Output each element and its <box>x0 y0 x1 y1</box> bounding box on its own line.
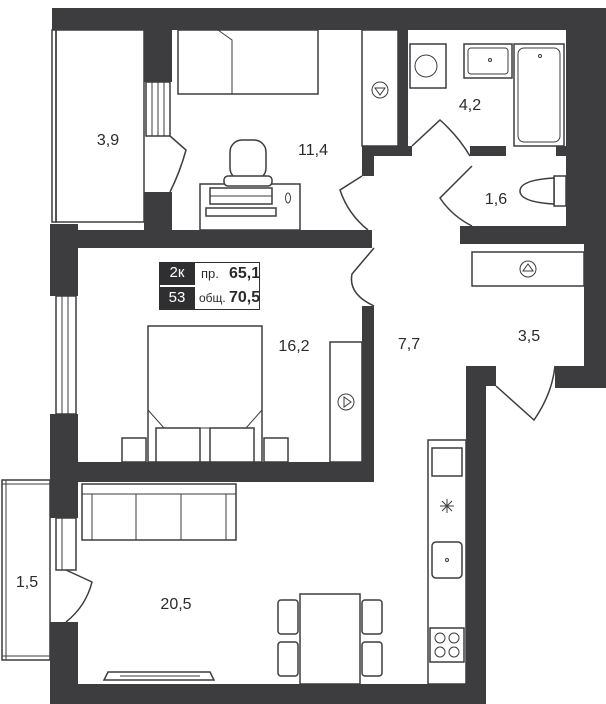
bedroom-master-furniture <box>121 325 363 463</box>
apartment-badge: 2к 53 пр. 65,1 общ. 70,5 <box>159 262 260 310</box>
area-bathroom: 4,2 <box>459 97 481 114</box>
badge-apartment-number: 53 <box>159 287 195 310</box>
single-bed <box>177 29 319 95</box>
kitchen-fixtures <box>427 439 467 685</box>
area-bedroom-master: 16,2 <box>278 338 309 355</box>
chair <box>229 139 267 181</box>
balcony-top-outline <box>55 29 145 223</box>
doors <box>65 118 556 623</box>
dining-table <box>299 593 361 685</box>
badge-frame <box>159 262 260 310</box>
area-wardrobe: 3,5 <box>518 328 540 345</box>
area-balcony-bottom: 1,5 <box>16 574 38 591</box>
area-balcony-top: 3,9 <box>97 132 119 149</box>
sofa <box>81 483 237 541</box>
area-living-kitchen: 20,5 <box>160 596 191 613</box>
badge-room-count: 2к <box>159 262 195 285</box>
badge-total-label: общ. <box>199 291 226 305</box>
hall-wardrobe <box>471 251 585 287</box>
toilet-fixture <box>519 175 567 207</box>
badge-total-value: 70,5 <box>229 289 261 306</box>
area-hallway: 7,7 <box>398 336 420 353</box>
badge-living-label: пр. <box>201 266 219 281</box>
kitchen-sink <box>431 541 463 579</box>
fridge <box>431 447 463 477</box>
wardrobe-master <box>329 341 363 463</box>
living-furniture <box>81 483 383 685</box>
sink <box>463 43 513 79</box>
bathroom-fixtures <box>409 43 565 147</box>
walls <box>50 8 606 704</box>
area-bedroom-small: 11,4 <box>298 142 328 159</box>
nightstand-right <box>263 437 289 463</box>
nightstand-left <box>121 437 147 463</box>
area-toilet: 1,6 <box>485 191 507 208</box>
windows <box>51 29 171 571</box>
washing-machine <box>409 43 447 89</box>
bedroom-small-furniture <box>177 29 399 231</box>
badge-living-value: 65,1 <box>229 265 261 282</box>
bathtub <box>513 43 565 147</box>
stove <box>429 627 465 663</box>
balcony-bottom-outline <box>1 479 51 661</box>
